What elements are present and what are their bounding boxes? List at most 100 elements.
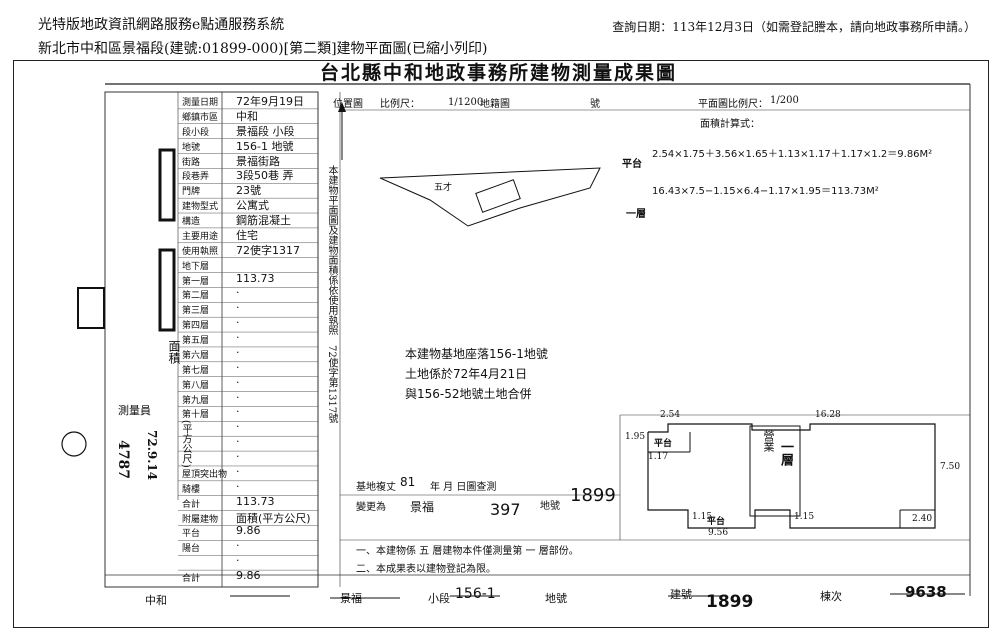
plan-dim-b2: 1.15 (794, 512, 815, 522)
form-row-value: · (236, 554, 240, 568)
merge-note-line2: 土地係於72年4月21日 (405, 367, 528, 381)
form-row-value: · (236, 450, 240, 464)
form-row-label: 附屬建物 (182, 514, 219, 525)
form-row-value: · (236, 286, 240, 300)
form-row-label: 合計 (182, 574, 201, 585)
bottom-lot-number: 156-1 (455, 586, 496, 602)
plan-scale-label: 平面圖比例尺： (698, 99, 768, 110)
form-row-value: 住宅 (236, 228, 258, 242)
form-row-label: 第三層 (182, 306, 210, 317)
side-number: 4787 (115, 440, 131, 479)
side-area-label: 面積 (167, 340, 181, 364)
plan-dim-top-right: 16.28 (815, 410, 841, 420)
plan-dim-left: 1.95 (625, 432, 646, 442)
footnote-1: 一、本建物係 五 層建物本件僅測量第 一 層部份。 (356, 546, 579, 557)
form-row-label: 陽台 (182, 544, 201, 555)
form-row-value: 72使字1317 (236, 243, 300, 257)
form-row-label: 門牌 (182, 187, 201, 198)
receipt-middle-text: 年 月 日圖查測 (430, 482, 497, 493)
form-row-label: 主要用途 (182, 231, 219, 242)
form-row-value: · (236, 345, 240, 359)
form-row-label: 第四層 (182, 321, 210, 332)
form-row-value: 156-1 地號 (236, 139, 294, 153)
surveyor-stamp-label: 測量員 (118, 404, 151, 417)
form-row-value: 景福街路 (236, 154, 280, 168)
side-unit-label: (平方公尺) (180, 420, 191, 468)
form-row-value: · (236, 420, 240, 434)
form-row-value: · (236, 331, 240, 345)
cadastral-map-label: 地籍圖 (480, 99, 510, 110)
document-subtitle: 新北市中和區景福段(建號:01899-000)[第二類]建物平面圖(已縮小列印) (38, 41, 488, 57)
form-row-value: 面積(平方公尺) (236, 511, 311, 525)
form-row-value: · (236, 405, 240, 419)
side-date: 72.9.14 (145, 430, 159, 481)
form-row-label: 第十層 (182, 410, 210, 421)
form-row-value: 3段50巷 弄 (236, 169, 294, 183)
form-row-label: 第七層 (182, 365, 210, 376)
document-title: 台北縣中和地政事務所建物測量成果圖 (320, 62, 678, 84)
form-row-label: 鄉鎮市區 (182, 112, 219, 123)
bottom-sheet-number: 9638 (905, 583, 947, 601)
plan-balcony-label: 平台 (654, 439, 673, 449)
location-road-label: 五才 (434, 183, 453, 193)
form-row-label: 第八層 (182, 380, 210, 391)
calc-balcony-label: 平台 (622, 159, 642, 170)
form-row-value: · (236, 301, 240, 315)
receipt-year: 81 (400, 475, 416, 489)
form-row-label: 使用執照 (182, 246, 219, 257)
sheet-number-label: 號 (590, 99, 600, 110)
calc-floor1-formula: 16.43×7.5−1.15×6.4−1.17×1.95＝113.73M² (652, 186, 879, 197)
plan-dim-right: 7.50 (940, 462, 961, 472)
form-row-value: · (236, 375, 240, 389)
receipt-lot-label: 地號 (540, 501, 560, 512)
form-row-value: 9.86 (236, 524, 261, 538)
merge-note-line1: 本建物基地座落156-1地號 (405, 347, 548, 361)
form-row-value: 中和 (236, 109, 258, 123)
form-row-value: · (236, 360, 240, 374)
bottom-section: 景福 (340, 592, 362, 605)
form-row-value: 72年9月19日 (236, 95, 304, 108)
form-row-value: 23號 (236, 184, 261, 198)
form-row-label: 第六層 (182, 350, 210, 361)
form-row-value: · (236, 390, 240, 404)
bottom-lot-suffix: 地號 (545, 592, 567, 605)
form-row-value: · (236, 435, 240, 449)
receipt-change-label: 變更為 (356, 502, 386, 513)
form-row-label: 屋頂突出物 (182, 469, 228, 480)
bottom-district: 中和 (145, 594, 167, 607)
form-row-label: 地號 (182, 142, 201, 153)
merge-note-line3: 與156-52地號土地合併 (405, 387, 532, 401)
system-title: 光特版地政資訊網路服務e點通服務系統 (38, 17, 285, 33)
area-calc-label: 面積計算式： (700, 119, 760, 130)
form-row-label: 合計 (182, 499, 201, 510)
bottom-building-number: 1899 (706, 592, 754, 612)
receipt-section-name: 景福 (410, 500, 435, 514)
location-scale-value: 1/1200 (448, 97, 484, 108)
form-row-value: · (236, 479, 240, 493)
query-date: 查詢日期：113年12月3日（如需登記謄本，請向地政事務所申請。） (612, 20, 976, 34)
location-scale-label: 比例尺： (380, 99, 420, 110)
form-row-value: 113.73 (236, 271, 275, 285)
form-row-label: 構造 (182, 217, 201, 228)
form-row-label: 騎樓 (182, 484, 201, 495)
receipt-lot-number: 1899 (570, 485, 616, 506)
form-row-label: 第一層 (182, 276, 210, 287)
plan-balcony-label-2: 平台 (707, 517, 726, 527)
form-row-label: 建物型式 (182, 202, 219, 213)
calc-balcony-formula: 2.54×1.75＋3.56×1.65＋1.13×1.17＋1.17×1.2＝9… (652, 149, 933, 160)
receipt-label: 基地複丈 (356, 482, 396, 493)
form-row-value: 鋼筋混凝土 (236, 214, 291, 228)
usage-license-note: 本建物平面圖及建物面積係依使用執照 (326, 165, 337, 335)
form-row-value: · (236, 539, 240, 553)
scanned-document-frame (13, 60, 989, 628)
form-row-label: 段小段 (182, 127, 210, 138)
footnote-2: 二、本成果表以建物登記為限。 (356, 564, 496, 575)
form-row-value: 景福段 小段 (236, 124, 295, 138)
calc-floor1-label: 一層 (626, 209, 646, 220)
plan-room-use: 營業 (762, 430, 775, 452)
form-row-label: 平台 (182, 529, 201, 540)
plan-dim-b3: 2.40 (912, 514, 933, 524)
form-row-value: · (236, 464, 240, 478)
bottom-building-label: 建號 (670, 588, 692, 601)
form-row-label: 地下層 (182, 261, 210, 272)
